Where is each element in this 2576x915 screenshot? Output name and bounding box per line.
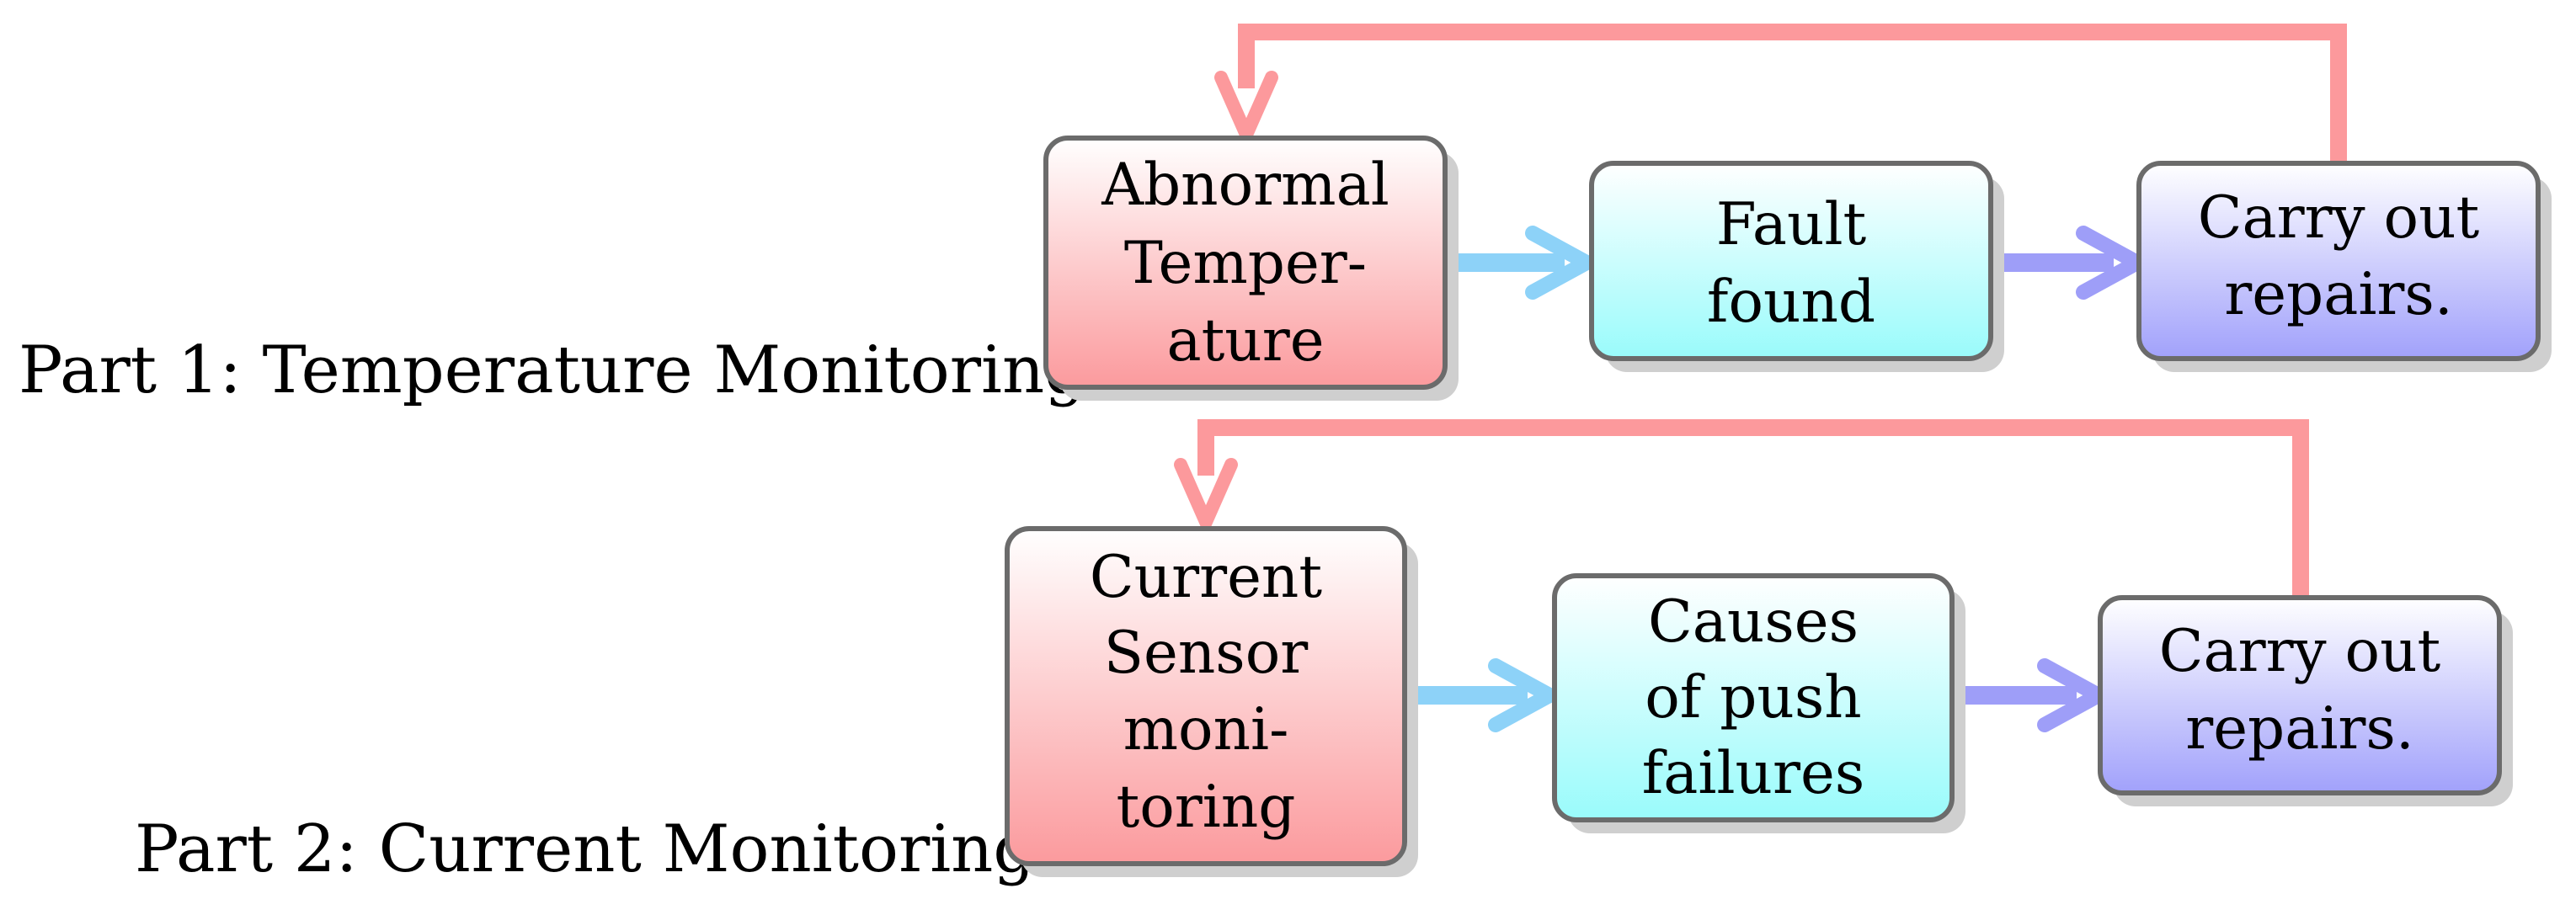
part1-label: Part 1: Temperature Monitoring: [19, 332, 1086, 408]
part1-box1-line1: Abnormal: [1101, 152, 1389, 219]
part2-box1-line3: moni-: [1123, 696, 1289, 763]
part2-box-current-sensor-monitoring: Current Sensor moni- toring: [1005, 526, 1418, 877]
part2-box1-line1: Current: [1090, 544, 1322, 611]
part1-box-fault-found: Fault found: [1589, 161, 2004, 372]
part2-box-causes-of-push-failures: Causes of push failures: [1552, 573, 1965, 833]
part1-box1-line3: ature: [1166, 307, 1324, 375]
part1-box-abnormal-temperature: Abnormal Temper- ature: [1043, 136, 1459, 401]
part1-feedback-arrowhead: [1214, 71, 1278, 152]
part2-box2-line3: failures: [1642, 740, 1864, 807]
part1-feedback-line: [1238, 24, 2347, 165]
part2-box1-line2: Sensor: [1104, 620, 1308, 687]
part2-box2-line1: Causes: [1648, 588, 1859, 656]
part2-label: Part 2: Current Monitoring: [135, 811, 1035, 887]
part2-box2-line2: of push: [1645, 664, 1861, 731]
part2-feedback-line: [1197, 419, 2309, 599]
part1-flow: Abnormal Temper- ature Fault found Carry…: [1043, 24, 2552, 401]
part2-box-carry-out-repairs: Carry out repairs.: [2098, 595, 2513, 806]
part1-box2-line2: found: [1707, 269, 1875, 336]
part1-box2-line1: Fault: [1716, 191, 1867, 258]
part1-box3-line1: Carry out: [2198, 184, 2480, 252]
part1-box1-line2: Temper-: [1124, 230, 1367, 297]
part1-arrow-1: [1447, 226, 1603, 300]
part2-flow: Current Sensor moni- toring Causes of pu…: [1005, 419, 2513, 877]
part2-box3-line2: repairs.: [2185, 695, 2414, 763]
part1-box3-line2: repairs.: [2224, 261, 2453, 328]
part2-arrow-2: [1954, 658, 2115, 732]
part2-arrow-1: [1408, 658, 1565, 732]
part2-feedback-arrowhead: [1174, 458, 1238, 539]
part1-box-carry-out-repairs: Carry out repairs.: [2136, 161, 2552, 372]
part1-arrow-2: [1992, 226, 2153, 300]
part2-box3-line1: Carry out: [2159, 618, 2441, 685]
part2-box1-line4: toring: [1117, 774, 1296, 841]
